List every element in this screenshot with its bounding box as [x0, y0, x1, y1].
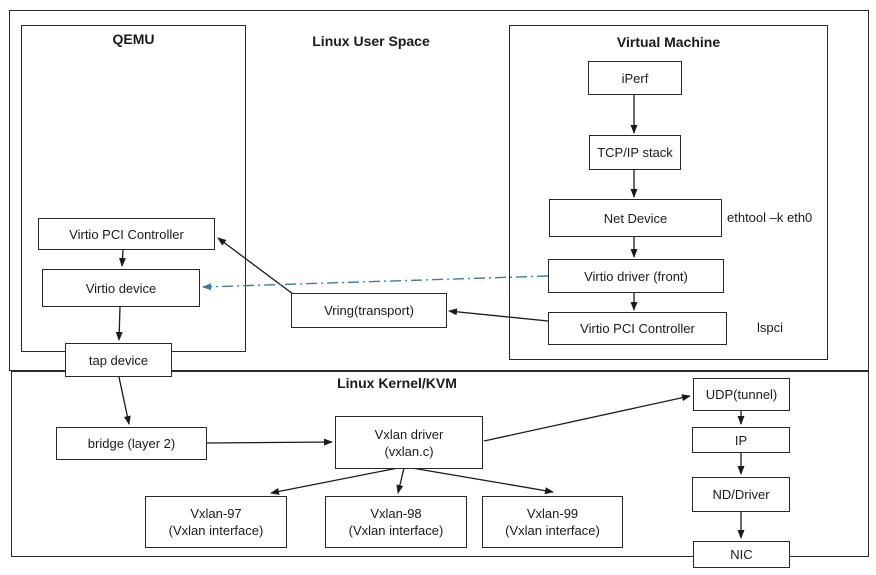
kernel-title: Linux Kernel/KVM	[337, 375, 457, 391]
node-vxlan-99: Vxlan-99 (Vxlan interface)	[482, 496, 623, 548]
node-qemu-virtio-pci-controller: Virtio PCI Controller	[38, 218, 215, 250]
annotation-lspci: lspci	[757, 320, 784, 335]
node-label: Vxlan-98	[370, 506, 422, 521]
node-vxlan-97: Vxlan-97 (Vxlan interface)	[145, 496, 287, 548]
node-label: Virtio PCI Controller	[69, 226, 184, 242]
node-sublabel: (Vxlan interface)	[505, 523, 600, 538]
node-label: Vxlan driver	[374, 426, 444, 442]
node-vxlan-98: Vxlan-98 (Vxlan interface)	[325, 496, 467, 548]
node-iperf: iPerf	[588, 61, 682, 95]
node-sublabel: (vxlan.c)	[384, 443, 434, 459]
node-tcpip-stack: TCP/IP stack	[589, 135, 681, 170]
node-nic: NIC	[693, 541, 790, 568]
node-label: IP	[734, 432, 748, 448]
section-linux-kernel-kvm	[11, 371, 869, 557]
user-space-title: Linux User Space	[312, 33, 430, 49]
container-virtual-machine	[509, 25, 828, 360]
node-label: tap device	[88, 352, 149, 368]
node-udp-tunnel: UDP(tunnel)	[693, 378, 790, 411]
node-label: bridge (layer 2)	[87, 436, 176, 451]
node-label: Virtio device	[85, 280, 157, 296]
node-vring-transport: Vring(transport)	[291, 293, 447, 328]
node-label: UDP(tunnel)	[705, 387, 778, 402]
node-vxlan-driver: Vxlan driver (vxlan.c)	[335, 416, 483, 469]
node-label: Net Device	[603, 210, 668, 226]
section-linux-user-space	[9, 10, 869, 371]
node-net-device: Net Device	[549, 199, 722, 237]
node-vm-virtio-pci-controller: Virtio PCI Controller	[548, 312, 727, 345]
node-label: Virtio PCI Controller	[580, 321, 695, 336]
node-sublabel: (Vxlan interface)	[348, 523, 444, 538]
qemu-title: QEMU	[112, 31, 155, 47]
annotation-ethtool: ethtool –k eth0	[727, 210, 813, 225]
node-ip: IP	[692, 427, 790, 453]
node-tap-device: tap device	[65, 343, 172, 377]
node-label: Vring(transport)	[324, 303, 414, 318]
node-label: iPerf	[621, 70, 649, 86]
node-label: NIC	[730, 547, 753, 562]
node-virtio-driver-front: Virtio driver (front)	[548, 259, 724, 293]
node-label: Vxlan-99	[526, 506, 579, 521]
node-nd-driver: ND/Driver	[692, 477, 790, 512]
node-sublabel: (Vxlan interface)	[168, 523, 264, 538]
node-label: Virtio driver (front)	[584, 268, 688, 284]
node-virtio-device: Virtio device	[42, 269, 200, 307]
node-bridge-layer2: bridge (layer 2)	[56, 427, 207, 460]
node-label: Vxlan-97	[190, 506, 242, 521]
node-label: TCP/IP stack	[597, 145, 673, 160]
virtual-machine-title: Virtual Machine	[616, 34, 721, 50]
node-label: ND/Driver	[712, 487, 770, 502]
